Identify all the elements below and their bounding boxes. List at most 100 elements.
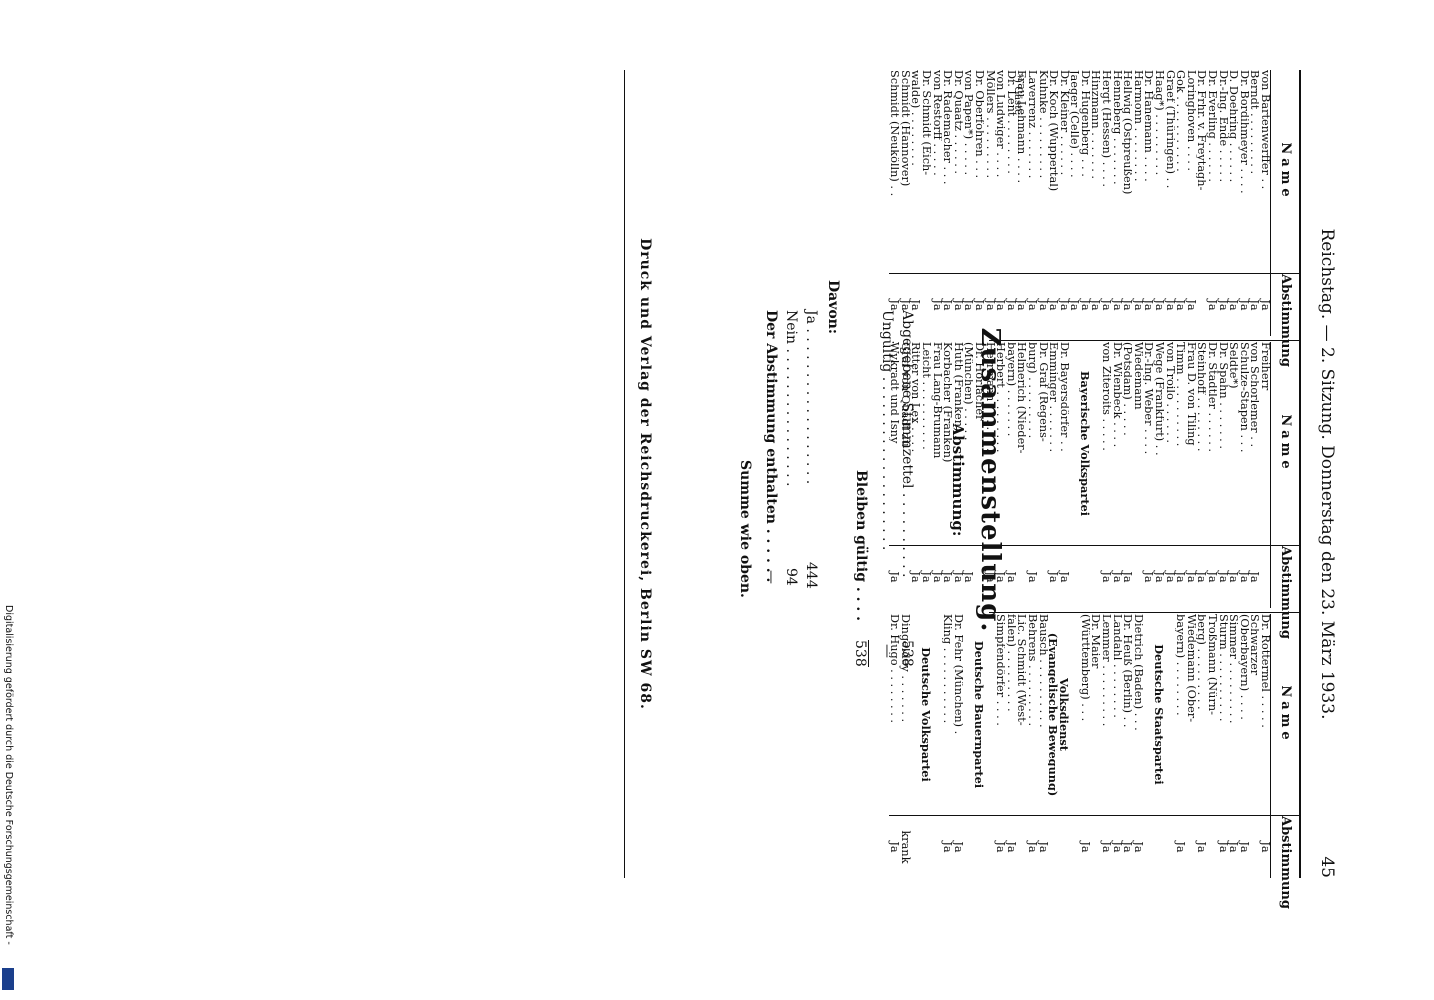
table-row: von Troilo . . . . . .Ja <box>1164 342 1177 608</box>
member-name: Frau D. von Tiling <box>1185 342 1196 446</box>
column-header-name: Name <box>1278 414 1293 473</box>
table-row: Wiedemann (Ober- <box>1185 614 1196 878</box>
member-name: von Restorff . . . . . <box>931 70 942 176</box>
page-header: Reichstag. — 2. Sitzung. Donnerstag den … <box>1307 70 1337 879</box>
enthalten-value: — <box>763 570 779 584</box>
footnote: *) Gäste <box>1012 74 1023 116</box>
vote-value: Ja <box>994 815 1007 878</box>
table-row <box>1164 614 1175 878</box>
table-row: Dietrich (Baden) . . .Ja <box>1132 614 1145 878</box>
table-row: Sturm . . . . . . . . . . Ja <box>1217 614 1230 878</box>
member-name: Dr. Rademacher . . . <box>941 70 953 185</box>
table-row: burg) . . . . . . . . .Ja <box>1026 342 1039 608</box>
member-name: Schulze-Stapen . . . <box>1238 342 1249 452</box>
vote-value: Ja <box>1079 815 1092 878</box>
member-name: Dr. Quaatz . . . . . . <box>952 70 963 174</box>
table-row: Harmonn . . . . . . . .Ja <box>1132 70 1145 336</box>
party-heading: Deutsche Staatspartei <box>1153 614 1165 878</box>
table-row: Dr. Hanemann . . . .Ja <box>1142 70 1155 336</box>
vote-value: Ja <box>1217 815 1230 878</box>
table-row: Dr. Hugenberg . . .Ja <box>1079 70 1092 336</box>
table-row: Dr. Bayersdörfer . .Ja <box>1058 342 1071 608</box>
ungueltig-value: — <box>879 644 895 658</box>
rotated-page-content: Reichstag. — 2. Sitzung. Donnerstag den … <box>125 70 1345 909</box>
column-header-vote: Abstimmung <box>1271 273 1299 367</box>
member-name: von Bartenwerffer . . <box>1259 70 1270 189</box>
table-row: Dr. Heuß (Berlin) . .Ja <box>1121 614 1134 878</box>
member-name: bayern) . . . . . . . <box>1005 342 1016 436</box>
table-row <box>1089 342 1101 608</box>
ja-value: 444 <box>803 562 819 589</box>
table-row: Jaeger (Celle) . . . .Ja <box>1068 70 1081 336</box>
vote-value <box>1058 815 1069 878</box>
table-row: Hellwig (Ostpreußen)Ja <box>1121 70 1134 336</box>
table-row: Bausch . . . . . . . . . .Ja <box>1037 614 1050 878</box>
vote-value <box>920 815 931 878</box>
table-row <box>1068 614 1080 878</box>
member-name: Henneberg . . . . . . . <box>1111 70 1122 185</box>
table-row: Dr. Bordihmeyer . . . .Ja <box>1238 70 1251 336</box>
party-name: Bayerische Volkspartei <box>1079 370 1090 517</box>
column-header-vote: Abstimmung <box>1271 815 1299 909</box>
vote-value <box>1153 815 1165 878</box>
bleiben-label: Bleiben gültig . . . . <box>853 470 869 621</box>
member-name: Hergt (Hessen) . . . . <box>1100 70 1112 187</box>
abgegebene-value: 538 <box>899 640 915 667</box>
member-name: Schwarzer <box>1248 614 1260 676</box>
member-name: Dr. Bordihmeyer . . . . <box>1238 70 1249 194</box>
table-row: Dr. Spahn . . . . . . .Ja <box>1217 342 1230 608</box>
column-divider <box>989 612 1299 613</box>
ja-label: Ja . . . . . . . . . . . . . . . . . . <box>803 310 819 485</box>
table-row: Dr. Stadtler . . . . . .Ja <box>1206 342 1219 608</box>
table-row: Hergt (Hessen) . . . .Ja <box>1100 70 1113 336</box>
vote-value: Ja <box>941 815 954 878</box>
member-name: Berndt . . . . . . . . . <box>1248 70 1260 174</box>
member-name <box>1143 614 1154 815</box>
member-name <box>1090 342 1101 545</box>
header-rule <box>1299 70 1301 878</box>
member-name: Helmerich (Nieder- <box>1015 342 1027 454</box>
member-name: Sturm . . . . . . . . . . <box>1217 614 1228 722</box>
vote-value: Ja <box>1026 815 1039 878</box>
table-row <box>1068 342 1080 608</box>
member-name: Hellwig (Ostpreußen) <box>1121 70 1133 195</box>
vote-value: Ja <box>1206 545 1219 608</box>
member-name: Kuhnke . . . . . . . . . <box>1036 70 1048 178</box>
summary-subtitle: Abstimmung: <box>949 423 967 537</box>
enthalten-label: Der Abstimmung enthalten . . . . . . <box>763 310 779 583</box>
member-name: Landahl . . . . . . . . <box>1111 614 1122 718</box>
member-name <box>1069 342 1080 545</box>
table-row: Graef (Thüringen) . .Ja <box>1164 70 1177 336</box>
table-row: bayern) . . . . . . .Ja <box>1005 342 1018 608</box>
member-name: Timm . . . . . . . . . . <box>1174 342 1186 446</box>
table-row: Hinzmann . . . . . . .Ja <box>1090 70 1103 336</box>
table-row: Emminger . . . . . . .Ja <box>1047 342 1060 608</box>
abgegebene-label: Abgegebene Stimmzettel . . . . . . . . .… <box>899 310 915 578</box>
member-name: Dr. Spahn . . . . . . . <box>1217 342 1228 449</box>
table-row: Dr. Rottermel . . . . .Ja <box>1259 614 1272 878</box>
member-name: von Ludwiger . . . . <box>994 70 1006 177</box>
header-title: Reichstag. — 2. Sitzung. Donnerstag den … <box>1317 228 1337 720</box>
bleiben-value: 538 <box>852 640 869 667</box>
member-name: D. Doehring . . . . . . <box>1227 70 1239 182</box>
party-name: (Evangelische Bewegung) <box>1047 632 1059 797</box>
table-row: Wiedemann <box>1132 342 1143 608</box>
party-heading: Volksdienst <box>1058 614 1069 878</box>
table-row: Freiherr <box>1259 342 1270 608</box>
member-name: Dr. Hugenberg . . . <box>1079 70 1090 177</box>
table-row: Gok . . . . . . . . . . .Ja <box>1174 70 1187 336</box>
table-row: Simmer . . . . . . . . .Ja <box>1227 614 1240 878</box>
ungueltig-label: Ungültig . . . . . . . . . . . . . . . .… <box>879 310 895 551</box>
table-row: Lemmer . . . . . . . . .Ja <box>1100 614 1113 878</box>
member-name: Laverrenz . . . . . . . <box>1026 70 1037 178</box>
member-name: Seldte*) <box>1227 342 1239 389</box>
member-name: von Papen*) . . . . . <box>962 70 974 175</box>
member-name: walde) . . . . . . . . <box>909 70 921 166</box>
member-name: von Ziteroits . . . . . <box>1100 342 1112 451</box>
table-row: Dr. Graf (Regens- <box>1036 342 1048 608</box>
member-name: Lemmer . . . . . . . . . <box>1100 614 1112 726</box>
